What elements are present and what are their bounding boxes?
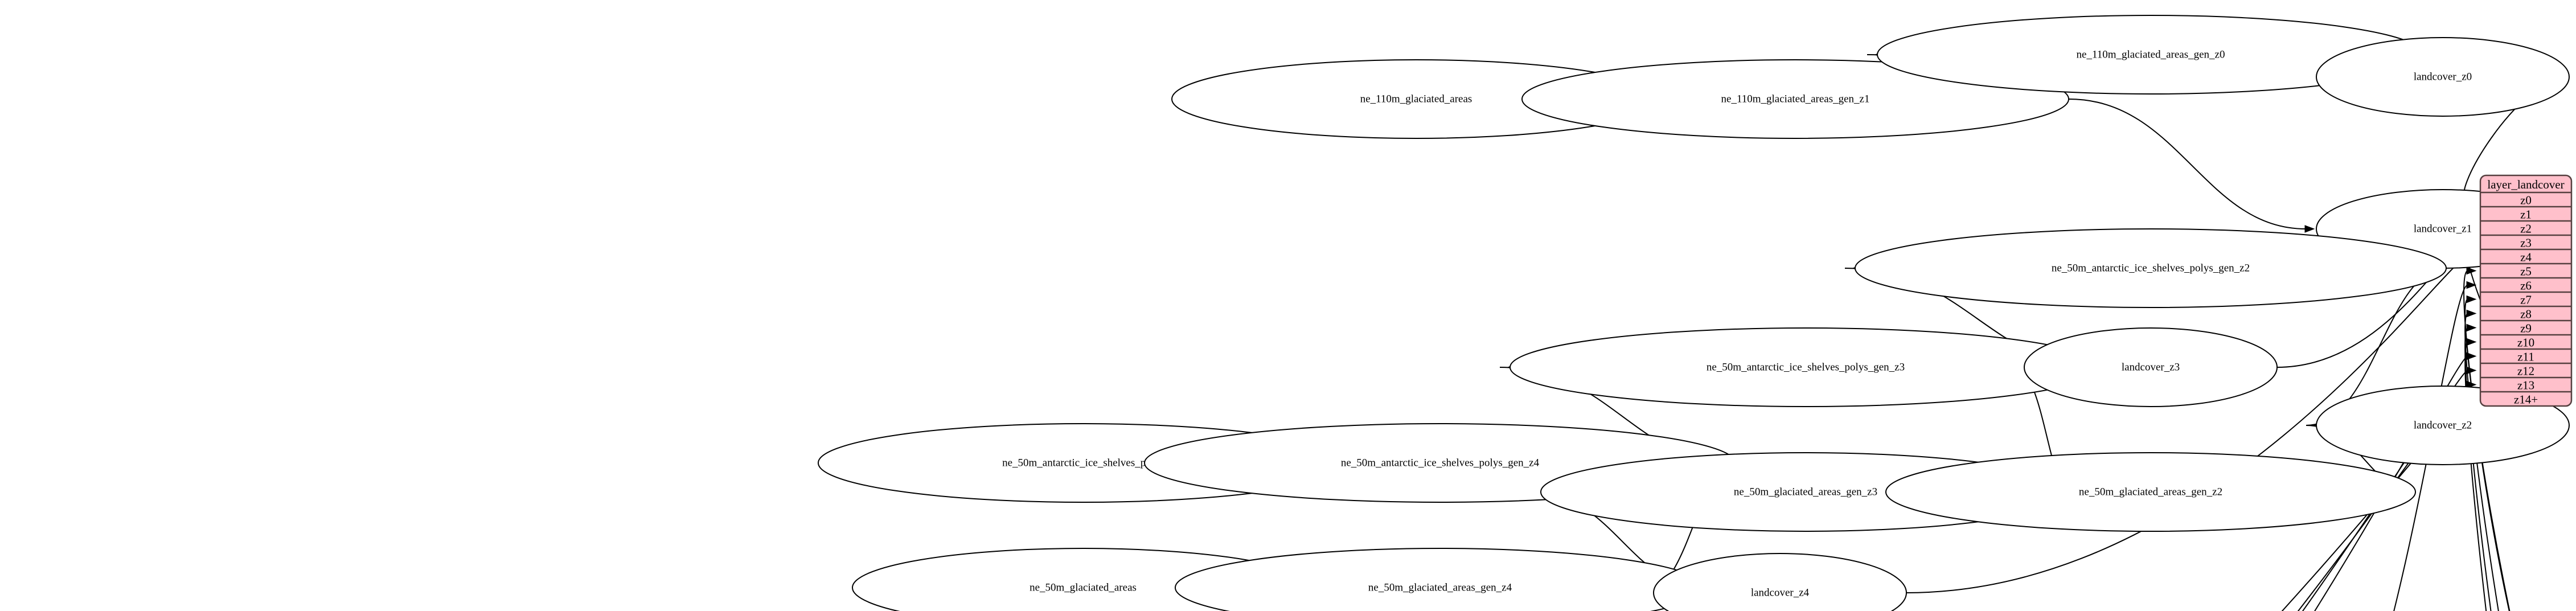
layer-landcover-table[interactable]: layer_landcoverz0z1z2z3z4z5z6z7z8z9z10z1… bbox=[2479, 174, 2573, 407]
graph-edge bbox=[2068, 99, 2307, 229]
table-row-z6[interactable]: z6 bbox=[2520, 279, 2532, 293]
node-label: landcover_z0 bbox=[2414, 71, 2472, 83]
edge-arrowhead bbox=[2466, 352, 2477, 360]
node-label: ne_110m_glaciated_areas_gen_z0 bbox=[2077, 49, 2225, 61]
edge-arrowhead bbox=[2466, 281, 2477, 289]
node-label: ne_50m_antarctic_ice_shelves_polys_gen_z… bbox=[2052, 263, 2250, 274]
node-label: landcover_z3 bbox=[2122, 362, 2180, 374]
node-label: ne_50m_glaciated_areas_gen_z2 bbox=[2079, 486, 2222, 498]
node-ellipse[interactable] bbox=[2316, 37, 2570, 117]
table-row-z3[interactable]: z3 bbox=[2520, 236, 2532, 250]
graph-node-ne_110m_glaciated_areas_gen_z1[interactable]: ne_110m_glaciated_areas_gen_z1 bbox=[1521, 59, 2069, 139]
edge-arrowhead bbox=[2466, 366, 2477, 375]
table-row-z5[interactable]: z5 bbox=[2520, 265, 2532, 278]
edge-arrowhead bbox=[2466, 323, 2477, 332]
node-ellipse[interactable] bbox=[1885, 452, 2416, 532]
graph-node-ne_50m_glaciated_areas_gen_z2[interactable]: ne_50m_glaciated_areas_gen_z2 bbox=[1885, 452, 2416, 532]
table-row-z4[interactable]: z4 bbox=[2520, 251, 2532, 264]
table-row-z13[interactable]: z13 bbox=[2517, 379, 2534, 392]
table-row-z0[interactable]: z0 bbox=[2520, 194, 2532, 207]
edge-arrowhead bbox=[2466, 309, 2477, 318]
graph-edge bbox=[2464, 327, 2492, 611]
graph-node-landcover_z4[interactable]: landcover_z4 bbox=[1653, 553, 1907, 611]
node-ellipse[interactable] bbox=[1653, 553, 1907, 611]
node-label: ne_50m_antarctic_ice_shelves_polys bbox=[1002, 457, 1164, 469]
node-label: ne_50m_glaciated_areas_gen_z4 bbox=[1368, 582, 1512, 594]
graph-node-ne_50m_antarctic_ice_shelves_polys_gen_z3[interactable]: ne_50m_antarctic_ice_shelves_polys_gen_z… bbox=[1509, 327, 2102, 407]
node-label: ne_110m_glaciated_areas bbox=[1360, 93, 1472, 105]
node-ellipse[interactable] bbox=[1521, 59, 2069, 139]
node-label: landcover_z4 bbox=[1751, 587, 1810, 599]
table-row-z10[interactable]: z10 bbox=[2517, 336, 2534, 350]
node-ellipse[interactable] bbox=[1855, 228, 2447, 308]
table-row-z8[interactable]: z8 bbox=[2520, 307, 2532, 321]
node-label: landcover_z1 bbox=[2414, 223, 2472, 235]
table-row-z9[interactable]: z9 bbox=[2520, 322, 2532, 335]
nodes-layer[interactable]: imposm3osm_landcover_polygonsimplify_vw_… bbox=[0, 15, 2576, 611]
table-row-z12[interactable]: z12 bbox=[2517, 364, 2534, 378]
edge-arrowhead bbox=[2466, 295, 2477, 304]
graph-edge bbox=[2463, 270, 2510, 611]
node-label: ne_50m_antarctic_ice_shelves_polys_gen_z… bbox=[1707, 362, 1905, 374]
table-row-z7[interactable]: z7 bbox=[2520, 293, 2532, 307]
edge-arrowhead bbox=[2466, 266, 2477, 275]
node-label: landcover_z2 bbox=[2414, 420, 2472, 432]
graph-node-landcover_z0[interactable]: landcover_z0 bbox=[2316, 37, 2570, 117]
graph-node-ne_110m_glaciated_areas[interactable]: ne_110m_glaciated_areas bbox=[1171, 59, 1661, 139]
graph-node-landcover_z3[interactable]: landcover_z3 bbox=[2024, 327, 2278, 407]
graph-node-ne_50m_glaciated_areas_gen_z4[interactable]: ne_50m_glaciated_areas_gen_z4 bbox=[1175, 548, 1705, 611]
node-ellipse[interactable] bbox=[1175, 548, 1705, 611]
graph-edge bbox=[1906, 256, 2468, 593]
table-row-z1[interactable]: z1 bbox=[2520, 208, 2532, 222]
table-row-z11[interactable]: z11 bbox=[2517, 350, 2534, 364]
graph-edge bbox=[2393, 284, 2468, 611]
node-label: ne_110m_glaciated_areas_gen_z1 bbox=[1721, 93, 1870, 105]
node-label: ne_50m_antarctic_ice_shelves_polys_gen_z… bbox=[1341, 457, 1540, 469]
edge-arrowhead bbox=[2304, 225, 2315, 233]
edge-arrowhead bbox=[2466, 338, 2477, 346]
graph-node-ne_50m_antarctic_ice_shelves_polys_gen_z2[interactable]: ne_50m_antarctic_ice_shelves_polys_gen_z… bbox=[1855, 228, 2447, 308]
table-header-label: layer_landcover bbox=[2487, 178, 2564, 191]
node-ellipse[interactable] bbox=[2024, 327, 2278, 407]
table-row-z14+[interactable]: z14+ bbox=[2514, 393, 2538, 407]
graph-node-ne_110m_glaciated_areas_gen_z0[interactable]: ne_110m_glaciated_areas_gen_z0 bbox=[1877, 15, 2425, 95]
node-label: ne_50m_glaciated_areas bbox=[1029, 582, 1137, 594]
graph-edge bbox=[2464, 313, 2499, 611]
table-row-z2[interactable]: z2 bbox=[2520, 222, 2532, 236]
node-label: ne_50m_glaciated_areas_gen_z3 bbox=[1734, 486, 1877, 498]
